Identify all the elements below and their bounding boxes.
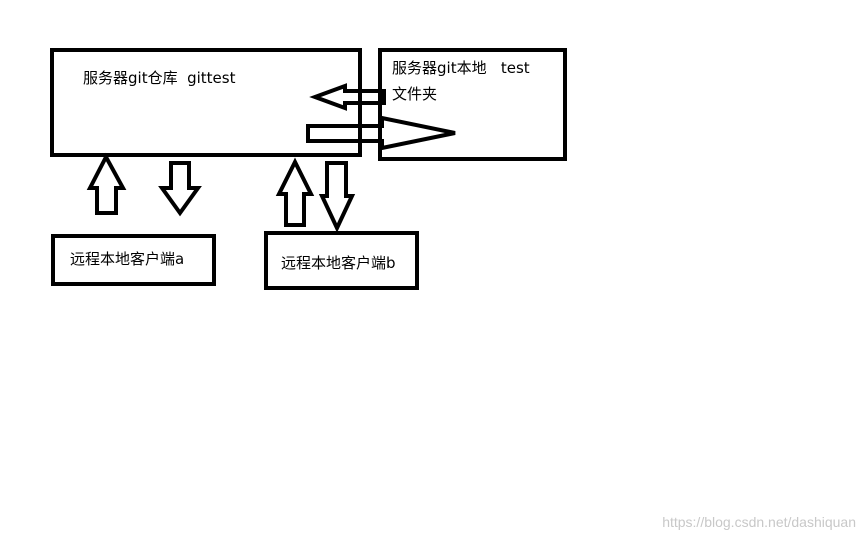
- arrow-left-to-repo: [309, 83, 386, 111]
- server-local-label-line2: 文件夹: [392, 85, 438, 103]
- arrow-down-client-b: [318, 161, 356, 233]
- watermark-text: https://blog.csdn.net/dashiquan: [662, 514, 856, 530]
- client-b-box: [264, 231, 419, 290]
- arrow-right-to-local: [306, 115, 456, 151]
- server-local-label-line1: 服务器git本地 test: [392, 59, 530, 77]
- server-repo-label: 服务器git仓库 gittest: [83, 69, 236, 87]
- client-b-label: 远程本地客户端b: [281, 254, 396, 272]
- client-a-label: 远程本地客户端a: [70, 250, 185, 268]
- arrow-up-client-b: [275, 157, 315, 227]
- arrow-up-client-a: [86, 152, 127, 215]
- client-a-box: [51, 234, 216, 286]
- arrow-down-client-a: [158, 161, 202, 217]
- server-repo-box: [50, 48, 362, 157]
